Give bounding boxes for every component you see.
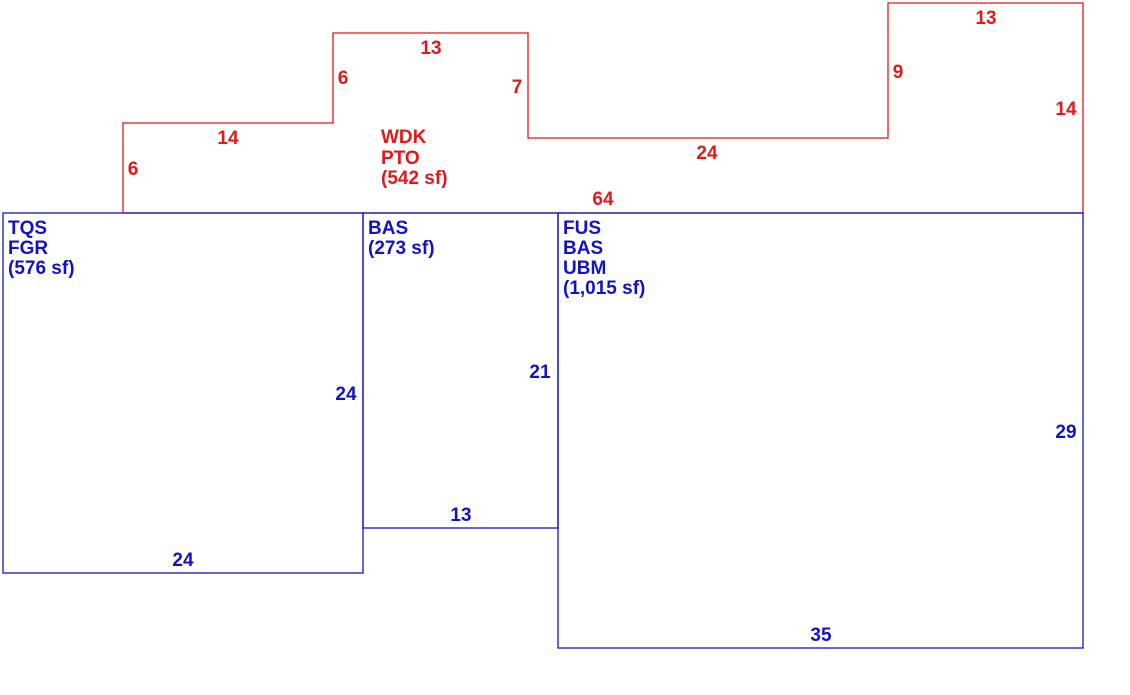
garage-area-label: TQS FGR (576 sf) (8, 218, 75, 279)
deck-outline (122, 2, 1084, 214)
deck-left-top-dimension: 14 (217, 128, 239, 149)
main-area-label: FUS BAS UBM (1,015 sf) (563, 218, 645, 299)
deck-step-down-dimension: 7 (512, 77, 523, 98)
middle-bottom-dimension: 13 (450, 505, 471, 526)
deck-middle-top-dimension: 24 (696, 143, 718, 164)
garage-right-side-dimension: 24 (335, 384, 357, 405)
middle-area-label: BAS (273 sf) (368, 218, 435, 259)
deck-upper-top-dimension: 13 (420, 38, 441, 59)
main-bottom-dimension: 35 (810, 625, 832, 646)
deck-right-side-dimension: 14 (1055, 99, 1077, 120)
main-right-side-dimension: 29 (1055, 422, 1076, 443)
deck-step-up-right-dimension: 9 (893, 62, 904, 83)
deck-area-label: WDK PTO (542 sf) (381, 127, 448, 189)
garage-bottom-dimension: 24 (172, 550, 194, 571)
deck-bottom-dimension: 64 (592, 189, 614, 210)
deck-step-up-left-dimension: 6 (338, 68, 349, 89)
main-section-outline (557, 212, 1084, 649)
deck-left-side-dimension: 6 (128, 159, 139, 180)
middle-right-side-dimension: 21 (529, 362, 551, 383)
deck-right-top-dimension: 13 (975, 8, 996, 29)
